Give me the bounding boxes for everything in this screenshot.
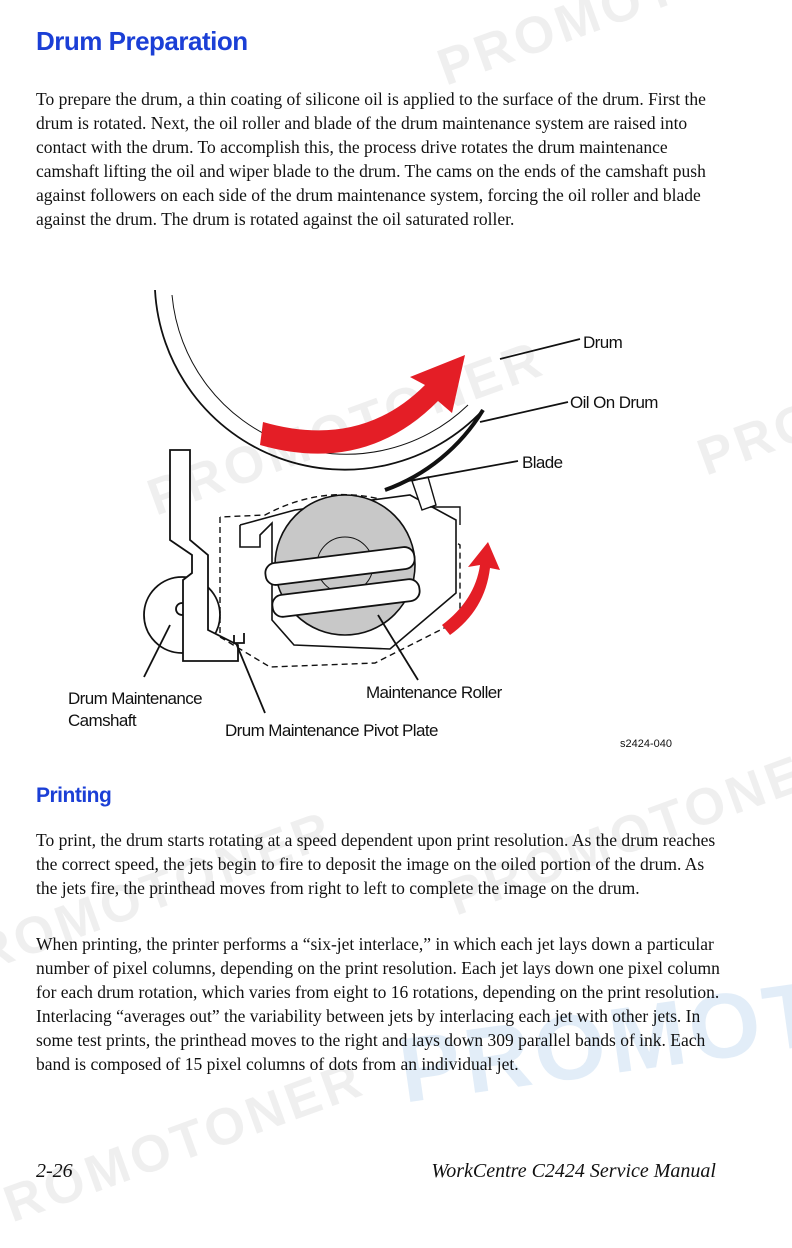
watermark: PROMOTONER bbox=[430, 0, 792, 98]
label-camshaft-line2: Camshaft bbox=[68, 711, 137, 730]
leader-drum bbox=[499, 338, 581, 360]
drum-outline bbox=[154, 289, 484, 471]
footer-page-number: 2-26 bbox=[36, 1160, 73, 1182]
intro-paragraph: To prepare the drum, a thin coating of s… bbox=[36, 89, 706, 229]
drum-maintenance-diagram: Drum Oil On Drum Blade Maintenance Rolle… bbox=[68, 289, 672, 750]
maintenance-frame-dashed bbox=[219, 493, 461, 668]
roller-slot-upper bbox=[264, 546, 416, 586]
pivot-plate-hook bbox=[233, 633, 245, 644]
label-pivot-plate: Drum Maintenance Pivot Plate bbox=[225, 721, 438, 740]
watermark: PROMOTONER bbox=[690, 289, 792, 488]
printing-heading: Printing bbox=[36, 784, 112, 807]
leader-camshaft bbox=[143, 624, 171, 678]
leader-blade bbox=[407, 460, 519, 482]
watermark: PROMOTONER bbox=[0, 1049, 373, 1248]
printing-paragraph-2: When printing, the printer performs a “s… bbox=[36, 934, 720, 1074]
label-camshaft-line1: Drum Maintenance bbox=[68, 689, 202, 708]
footer-manual-title: WorkCentre C2424 Service Manual bbox=[431, 1160, 716, 1182]
leader-roller bbox=[377, 614, 419, 681]
roller-slot-lower bbox=[271, 578, 421, 618]
roller-rotation-arrow bbox=[442, 542, 500, 635]
label-oil-on-drum: Oil On Drum bbox=[570, 393, 658, 412]
drum-rotation-arrow bbox=[260, 355, 465, 454]
leader-oil bbox=[479, 401, 569, 423]
label-maintenance-roller: Maintenance Roller bbox=[366, 683, 503, 702]
figure-code: s2424-040 bbox=[620, 738, 672, 750]
blade-arm bbox=[430, 506, 461, 525]
label-drum: Drum bbox=[583, 333, 623, 352]
oil-on-drum bbox=[384, 408, 485, 492]
printing-paragraph-1: To print, the drum starts rotating at a … bbox=[36, 830, 716, 898]
rotation-arrows bbox=[260, 355, 500, 635]
page-title: Drum Preparation bbox=[36, 26, 248, 56]
pivot-plate bbox=[169, 449, 239, 662]
label-blade: Blade bbox=[522, 453, 563, 472]
leader-pivot bbox=[235, 642, 266, 714]
